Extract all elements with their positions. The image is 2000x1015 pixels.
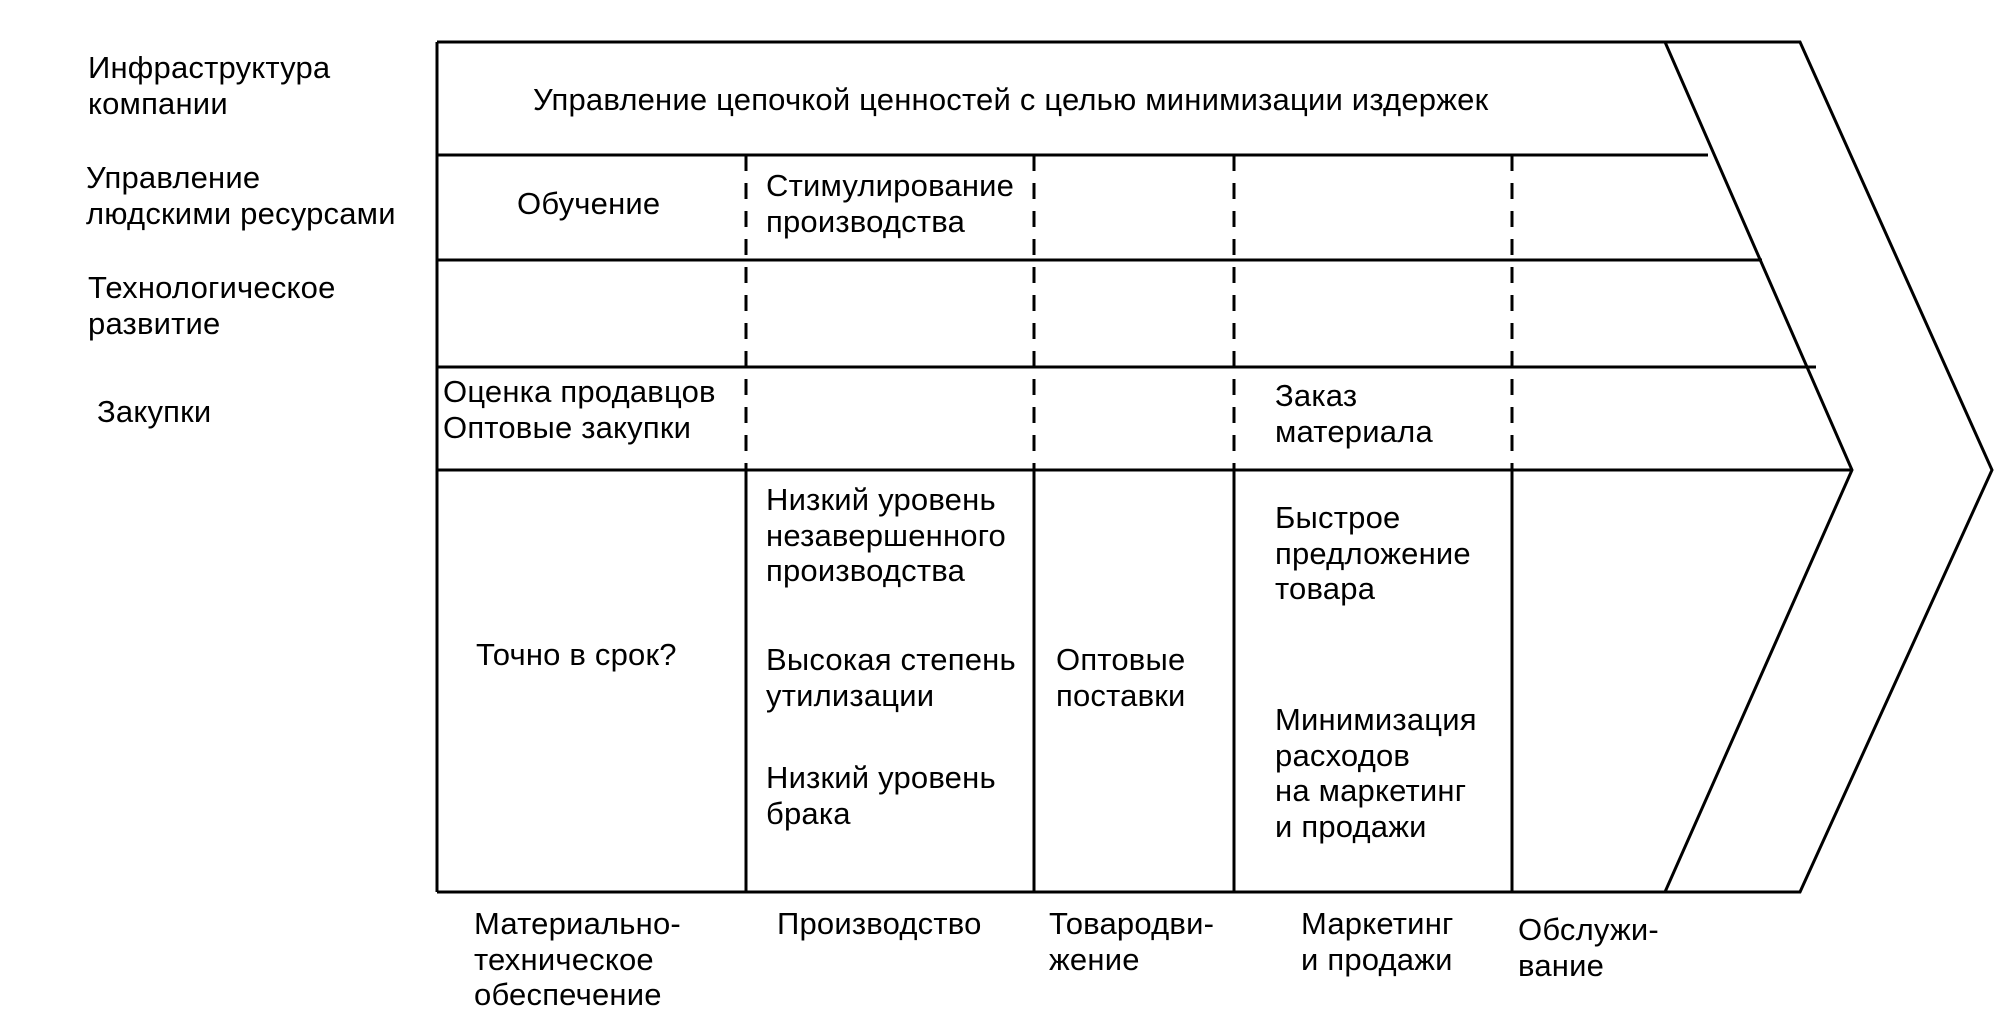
cell-marketing-minimize: Минимизация расходов на маркетинг и прод… (1275, 702, 1477, 844)
column-label-distribution: Товародви- жение (1049, 906, 1215, 977)
column-label-marketing: Маркетинг и продажи (1301, 906, 1454, 977)
cell-operations-utilization: Высокая степень утилизации (766, 642, 1016, 713)
cell-hr-incentives: Стимулирование производства (766, 168, 1015, 239)
cell-distribution-bulk: Оптовые поставки (1056, 642, 1186, 713)
column-label-service: Обслужи- вание (1518, 912, 1659, 983)
cell-procurement-order: Заказ материала (1275, 378, 1433, 449)
row-label-hr: Управление людскими ресурсами (86, 160, 396, 231)
cell-logistics-jit: Точно в срок? (476, 637, 677, 672)
cell-hr-training: Обучение (517, 186, 661, 221)
cell-procurement-vendor: Оценка продавцов Оптовые закупки (443, 374, 716, 445)
column-label-logistics: Материально- техническое обеспечение (474, 906, 681, 1013)
cell-marketing-fast: Быстрое предложение товара (1275, 500, 1471, 607)
arrow-inner-edge (1663, 41, 1854, 893)
arrow-outer-edge (1665, 40, 1994, 894)
cell-infrastructure-main: Управление цепочкой ценностей с целью ми… (533, 82, 1489, 117)
cell-operations-defects: Низкий уровень брака (766, 760, 996, 831)
column-label-operations: Производство (777, 906, 982, 941)
row-label-technology: Технологическое развитие (88, 270, 336, 341)
row-label-infrastructure: Инфраструктура компании (88, 50, 331, 121)
cell-operations-wip: Низкий уровень незавершенного производст… (766, 482, 1006, 589)
row-label-procurement: Закупки (97, 394, 212, 429)
